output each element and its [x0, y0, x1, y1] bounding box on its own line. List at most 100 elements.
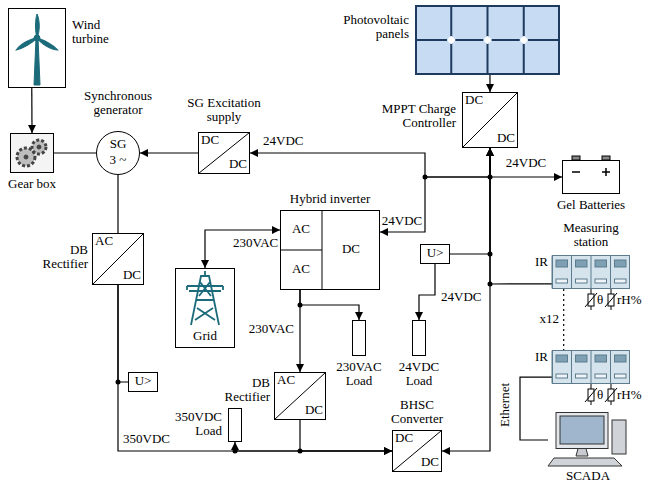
module-display: [595, 260, 607, 267]
module-terminals: [556, 279, 568, 283]
synchronous-generator: Synchronous generatorSG3 ~: [96, 131, 140, 175]
node-label: Gear box: [8, 177, 56, 191]
node-label: 24VDC Load: [389, 360, 449, 389]
node-label: DB Rectifier: [210, 376, 270, 405]
port-label: AC: [95, 234, 113, 248]
monitor-stand: [576, 449, 588, 457]
pv-panels: Photovoltaic panels: [415, 5, 560, 75]
wire: [563, 289, 564, 350]
node-label: Measuring station: [546, 221, 636, 250]
port-label: IR: [535, 255, 548, 269]
module-terminals: [576, 279, 588, 283]
relay-box: [421, 245, 450, 264]
turbine-hub: [34, 35, 40, 41]
turbine-tower: [34, 38, 40, 85]
wire-label: x12: [539, 312, 561, 326]
wire-label: 24VDC: [505, 156, 547, 170]
node-label: MPPT Charge Controller: [356, 102, 456, 131]
wire: [489, 75, 490, 92]
module-edge: [552, 351, 553, 384]
relay-box: [129, 373, 158, 392]
module-terminals: [556, 374, 568, 378]
wire: [205, 230, 280, 268]
wire-label: 24VDC: [262, 134, 304, 148]
grid-pylon: Grid: [175, 268, 235, 348]
wire: [520, 377, 552, 440]
converter-diagonal: [393, 431, 442, 472]
load-resistor: 350VDC Load: [228, 408, 242, 442]
wire-label: 230VAC: [248, 322, 295, 336]
node-label: Gel Batteries: [557, 198, 625, 212]
sensor-label: rH%: [617, 293, 642, 307]
module-edge: [591, 351, 592, 384]
port-label: SG: [110, 137, 127, 151]
node-label: Synchronous generator: [68, 89, 168, 118]
sensor-label: rH%: [617, 388, 642, 402]
node-label: IR: [535, 350, 548, 364]
converter-box: [463, 93, 518, 148]
wire-label: 350VDC: [122, 432, 171, 446]
module-edge: [591, 256, 592, 289]
wire: [118, 285, 392, 451]
module-rail: [553, 351, 630, 384]
measuring-station: Measuring stationIR: [552, 255, 630, 289]
module-display: [615, 260, 627, 267]
node-label: Photovoltaic panels: [329, 13, 409, 42]
pv-frame: [416, 6, 559, 74]
wire: [380, 148, 490, 232]
gear-box-shape: [10, 133, 54, 173]
wire: [117, 175, 118, 233]
wind-turbine-shape: [8, 8, 66, 88]
wire: [300, 420, 392, 451]
wire: [300, 290, 359, 320]
gel-battery: Gel Batteries: [562, 160, 620, 194]
wire-label: 24VDC: [440, 290, 482, 304]
module-terminals: [615, 279, 627, 283]
port-label: DC: [421, 455, 439, 469]
gear-axle: [37, 145, 41, 149]
dc-dc-converter: SG Excitation supplyDCDC: [198, 132, 250, 174]
pv-panels-shape: [415, 5, 560, 75]
pv-joint: [447, 36, 455, 44]
module-display: [576, 260, 588, 267]
inverter-box: [281, 211, 380, 290]
converter-diagonal: [275, 373, 326, 420]
node-label: Hybrid inverter: [290, 192, 371, 206]
battery-terminal: [602, 156, 610, 160]
port-label: AC: [292, 222, 310, 236]
node-label: BHSC Converter: [377, 398, 457, 427]
wire: [235, 442, 392, 451]
port-label: AC: [277, 373, 295, 387]
converter-box: [93, 234, 144, 285]
polarity-marks: [572, 168, 610, 176]
module-display: [615, 355, 627, 362]
turbine-frame: [9, 9, 66, 88]
gear-housing: [11, 134, 54, 173]
bhsc-converter: BHSC ConverterDCDC: [392, 430, 442, 472]
module-edge: [610, 256, 611, 289]
sensor-label: θ: [597, 388, 603, 402]
port-label: DC: [342, 242, 360, 256]
generator-circle: [97, 132, 140, 175]
wire: [118, 285, 128, 382]
port-label: DC: [229, 157, 247, 171]
module-display: [556, 260, 568, 267]
scada-computer: SCADA: [548, 412, 628, 468]
resistor-symbol: [413, 321, 426, 356]
converter-diagonal: [199, 133, 250, 174]
node-label: Wind turbine: [72, 18, 122, 47]
module-edge: [571, 256, 572, 289]
node-label: DB Rectifier: [28, 243, 88, 272]
junction-dots: [116, 175, 493, 454]
node-label: 350VDC Load: [162, 410, 222, 439]
drawing-part: [585, 388, 617, 402]
measuring-station: IR: [552, 350, 630, 384]
pv-cell-grid: [416, 6, 559, 74]
module-display: [576, 355, 588, 362]
wire-label: 230VAC: [232, 236, 279, 250]
module-terminals: [595, 374, 607, 378]
node-label: U>: [427, 246, 444, 260]
voltage-relay: U>: [128, 372, 158, 392]
node-label: SG Excitation supply: [174, 96, 274, 125]
